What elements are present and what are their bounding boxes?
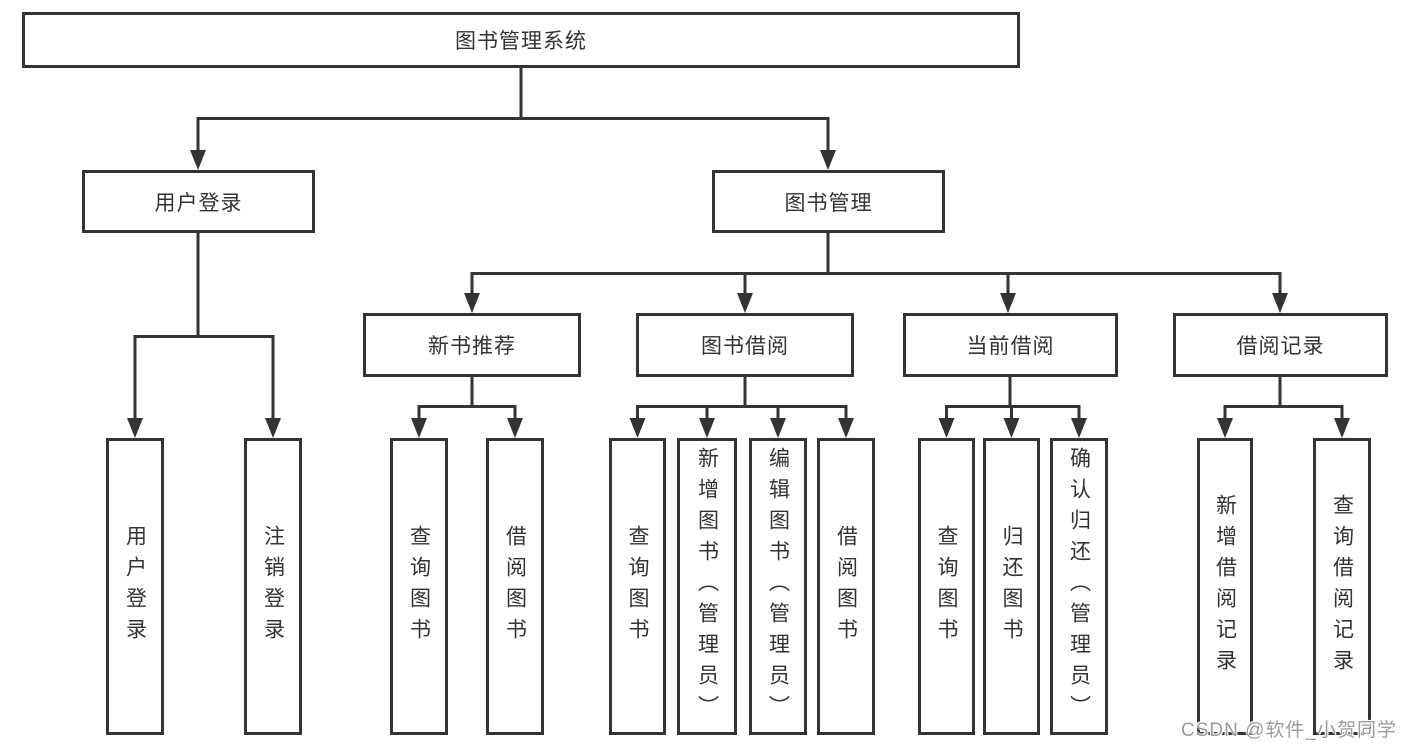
- node-user-login-branch: 用户登录: [82, 170, 315, 233]
- leaf-return-book: 归还图书: [983, 438, 1040, 735]
- node-label: 用户登录: [154, 191, 243, 215]
- node-label: 查询图书: [626, 524, 649, 649]
- leaf-borrow-books: 借阅图书: [817, 438, 875, 735]
- node-label: 用户登录: [123, 524, 147, 649]
- node-book-borrowing: 图书借阅: [636, 313, 854, 377]
- node-borrowing-records: 借阅记录: [1173, 313, 1388, 377]
- node-label: 借阅图书: [503, 524, 527, 649]
- node-label: 新增图书（管理员）: [695, 447, 719, 726]
- node-current-borrowing: 当前借阅: [903, 313, 1118, 377]
- node-label: 查询图书: [407, 524, 431, 649]
- leaf-add-book-admin: 新增图书（管理员）: [677, 438, 737, 735]
- csdn-watermark: CSDN @软件_小贺同学: [1181, 720, 1397, 741]
- node-label: 编辑图书（管理员）: [766, 447, 790, 726]
- leaf-query-books-recommend: 查询图书: [390, 438, 448, 735]
- leaf-query-books-current: 查询图书: [918, 438, 975, 735]
- node-label: 图书管理系统: [455, 30, 587, 53]
- node-label: 借阅记录: [1236, 335, 1325, 358]
- leaf-edit-book-admin: 编辑图书（管理员）: [749, 438, 807, 735]
- node-label: 查询借阅记录: [1330, 493, 1354, 680]
- leaf-query-books-borrow: 查询图书: [609, 438, 666, 735]
- node-label: 新增借阅记录: [1213, 493, 1237, 680]
- leaf-add-borrow-record: 新增借阅记录: [1197, 438, 1253, 735]
- node-label: 新书推荐: [428, 335, 516, 358]
- leaf-query-borrow-record: 查询借阅记录: [1313, 438, 1371, 735]
- leaf-confirm-return-admin: 确认归还（管理员）: [1050, 438, 1108, 735]
- node-label: 图书借阅: [701, 335, 789, 358]
- node-book-management-branch: 图书管理: [712, 170, 945, 233]
- node-label: 注销登录: [261, 524, 285, 649]
- node-label: 借阅图书: [834, 524, 858, 649]
- leaf-borrow-books-recommend: 借阅图书: [486, 438, 544, 735]
- node-new-book-recommendation: 新书推荐: [363, 313, 581, 377]
- node-label: 当前借阅: [966, 335, 1055, 358]
- leaf-user-login: 用户登录: [106, 438, 164, 735]
- node-label: 查询图书: [935, 524, 958, 649]
- leaf-logout: 注销登录: [244, 438, 302, 735]
- node-label: 确认归还（管理员）: [1067, 447, 1091, 726]
- node-label: 图书管理: [784, 191, 873, 215]
- node-library-management-system: 图书管理系统: [22, 12, 1020, 68]
- node-label: 归还图书: [1000, 524, 1023, 649]
